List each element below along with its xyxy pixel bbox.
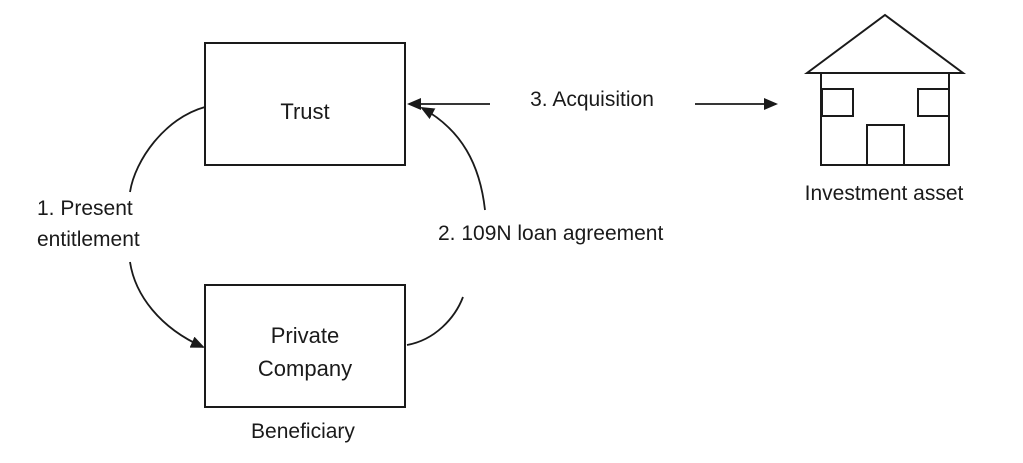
acquisition-label: 3. Acquisition <box>530 88 654 111</box>
entitlement-curve-upper <box>129 106 206 193</box>
private-company-label-line1: Private <box>271 323 339 348</box>
private-company-node: Private Company <box>204 284 406 408</box>
house-window-right <box>917 88 950 117</box>
trust-label: Trust <box>280 99 329 124</box>
house-icon <box>803 13 967 166</box>
loan-agreement-label: 2. 109N loan agreement <box>438 222 663 245</box>
trust-node: Trust <box>204 42 406 166</box>
loan-curve-lower <box>406 296 464 346</box>
entitlement-arrow <box>129 261 205 348</box>
private-company-label-line2: Company <box>258 356 352 381</box>
loan-arrow <box>420 107 486 211</box>
beneficiary-caption: Beneficiary <box>251 420 355 443</box>
house-window-left <box>821 88 854 117</box>
trust-box <box>204 42 406 166</box>
present-entitlement-label-line1: 1. Present <box>37 197 133 220</box>
investment-asset-caption: Investment asset <box>805 182 964 205</box>
present-entitlement-label-line2: entitlement <box>37 228 140 251</box>
house-door <box>866 124 905 166</box>
private-company-box <box>204 284 406 408</box>
house-roof <box>803 13 967 74</box>
